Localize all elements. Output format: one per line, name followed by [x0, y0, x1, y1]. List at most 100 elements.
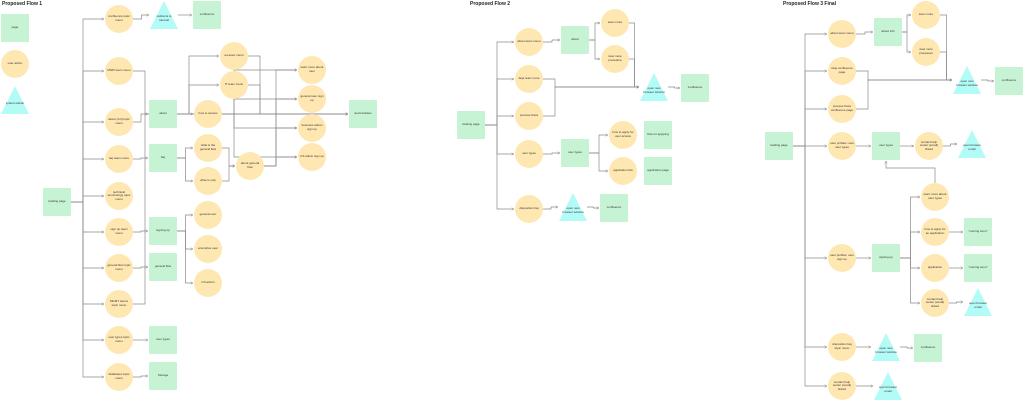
page-node[interactable]: application page — [644, 157, 672, 185]
page-node[interactable]: landing page — [765, 132, 793, 160]
user-action-node[interactable]: business admin sign up — [298, 114, 326, 142]
page-node[interactable]: Storage — [149, 362, 177, 390]
node-label: view more procedure — [608, 54, 622, 62]
page-node[interactable]: user types — [561, 139, 589, 167]
user-action-node[interactable]: team more — [601, 9, 629, 37]
node-label: business admin sign up — [301, 123, 323, 131]
user-action-node[interactable]: view more procedure — [601, 45, 629, 73]
user-action-node[interactable]: how to apply for an application — [921, 218, 949, 246]
user-action-node[interactable]: user profiles: user sign up — [828, 244, 856, 272]
page-node[interactable]: flow on applying — [644, 121, 672, 149]
node-label: user types topic menu — [108, 335, 130, 343]
user-action-node[interactable]: view more processes — [912, 38, 940, 66]
page-node[interactable]: confluence — [681, 74, 709, 102]
system-action-node[interactable]: open browser email — [958, 130, 986, 158]
legend-system-action: system action — [1, 86, 29, 114]
user-action-node[interactable]: contact help center (email) linked — [828, 372, 856, 400]
page-node[interactable]: about — [561, 26, 589, 54]
page-node[interactable]: "coming soon" — [964, 254, 992, 282]
node-label: about — [159, 111, 167, 116]
user-action-node[interactable]: CS admin — [194, 269, 222, 297]
page-node[interactable]: signing up — [872, 244, 900, 272]
node-label: faqs team more — [518, 76, 540, 81]
user-action-node[interactable]: faqs team more — [515, 65, 543, 93]
user-action-node[interactable]: about team menu — [828, 20, 856, 48]
user-action-node[interactable]: user profiles: new user types — [828, 132, 856, 160]
user-action-node[interactable]: faq team menu — [105, 145, 133, 173]
system-action-node[interactable]: open new browser window — [872, 333, 900, 361]
user-action-node[interactable]: IT team menu — [220, 71, 248, 99]
page-node[interactable]: dev/modules — [349, 100, 377, 128]
user-action-node[interactable]: about general flow — [236, 152, 264, 180]
node-label: confluence — [606, 205, 622, 210]
page-node[interactable]: confluence — [995, 67, 1023, 95]
user-action-node[interactable]: technical terminology topic menu — [105, 182, 133, 210]
user-action-node[interactable]: ea team menu — [220, 42, 248, 70]
user-action-node[interactable]: confluence topic menu — [105, 5, 133, 33]
user-action-node[interactable]: contact help center (email) linked — [915, 132, 943, 160]
node-label: team more — [918, 12, 934, 17]
page-node[interactable]: user types — [872, 132, 900, 160]
node-label: open browser email — [962, 143, 982, 151]
node-label: how to access — [198, 111, 218, 116]
system-action-node[interactable]: redirects to internal — [150, 1, 178, 29]
system-action-node[interactable]: open browser email — [874, 372, 902, 400]
user-action-node[interactable]: about team menu — [515, 28, 543, 56]
page-node[interactable]: confluence — [193, 1, 221, 29]
user-action-node[interactable]: disposition faq — [515, 195, 543, 223]
node-label: process flows — [519, 113, 539, 118]
page-node[interactable]: user types — [149, 326, 177, 354]
page-node[interactable]: "coming soon" — [964, 218, 992, 246]
user-action-node[interactable]: CS admin sign up — [298, 143, 326, 171]
user-action-node[interactable]: user types — [515, 140, 543, 168]
node-label: contact help center (email) linked — [925, 296, 945, 308]
connector-arrow — [222, 147, 235, 166]
user-action-node[interactable]: general flow topic menu — [105, 254, 133, 282]
connector-arrow — [793, 145, 827, 347]
user-action-node[interactable]: MNPI team menu — [105, 57, 133, 85]
user-action-node[interactable]: user types topic menu — [105, 326, 133, 354]
page-node[interactable]: general flow — [149, 253, 177, 281]
user-action-node[interactable]: how to access — [194, 100, 222, 128]
system-action-node[interactable]: open browser email — [964, 288, 992, 316]
connector-arrow — [900, 347, 913, 348]
system-action-node[interactable]: open new browser window — [953, 66, 981, 94]
node-label: user types — [879, 143, 893, 148]
user-action-node[interactable]: what is the general flow — [194, 134, 222, 162]
node-label: process flows confluence page — [830, 104, 854, 112]
user-action-node[interactable]: general user sign up — [298, 85, 326, 113]
connector-arrow — [543, 40, 560, 43]
system-action-node[interactable]: open new browser window — [559, 193, 587, 221]
node-label: enterprise user — [197, 246, 218, 251]
user-action-node[interactable]: team more — [912, 1, 940, 29]
page-node[interactable]: about — [149, 100, 177, 128]
page-node[interactable]: signing up — [149, 217, 177, 245]
user-action-node[interactable]: enterprise user — [194, 235, 222, 263]
user-action-node[interactable]: sign up team menu — [105, 218, 133, 246]
user-action-node[interactable]: application link — [609, 157, 637, 185]
user-action-node[interactable]: process flows — [515, 102, 543, 130]
page-node[interactable]: confluence — [600, 194, 628, 222]
user-action-node[interactable]: what is only — [194, 167, 222, 195]
page-node[interactable]: confluence — [914, 334, 942, 362]
user-action-node[interactable]: general user — [194, 201, 222, 229]
system-action-node[interactable]: open new browser window — [640, 73, 668, 101]
user-action-node[interactable]: application — [921, 254, 949, 282]
user-action-node[interactable]: learn more about user types — [921, 183, 949, 211]
user-action-node[interactable]: disposition faq topic menu — [828, 333, 856, 361]
user-action-node[interactable]: faqs confluence page — [828, 57, 856, 85]
user-action-node[interactable]: about (vnf) topic menu — [105, 108, 133, 136]
node-label: flow on applying — [647, 132, 669, 137]
user-action-node[interactable]: how to apply for user access — [609, 121, 637, 149]
connector-arrow — [629, 58, 639, 87]
page-node[interactable]: faq — [149, 144, 177, 172]
user-action-node[interactable]: learn more about user — [298, 56, 326, 84]
user-action-node[interactable]: databases topic menu — [105, 363, 133, 391]
connector-arrow — [900, 232, 920, 259]
user-action-node[interactable]: contact help center (email) linked — [921, 289, 949, 317]
page-node[interactable]: landing page — [43, 188, 71, 216]
page-node[interactable]: about info — [874, 18, 902, 46]
user-action-node[interactable]: MGMT teams topic menu — [105, 290, 133, 318]
user-action-node[interactable]: process flows confluence page — [828, 95, 856, 123]
page-node[interactable]: landing page — [457, 111, 485, 139]
